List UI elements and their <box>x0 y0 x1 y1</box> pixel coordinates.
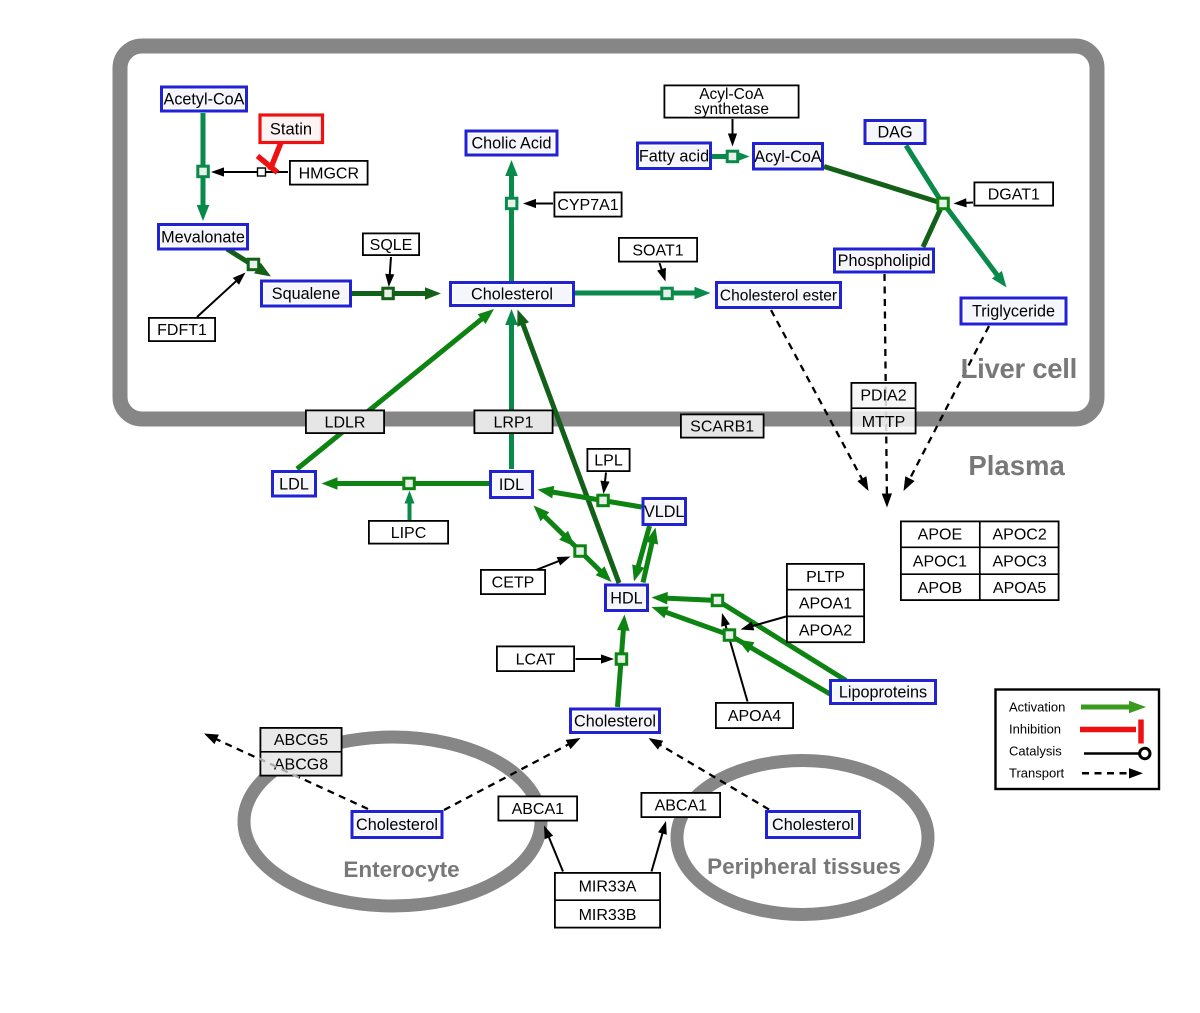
svg-text:CYP7A1: CYP7A1 <box>557 197 618 214</box>
svg-text:SOAT1: SOAT1 <box>632 242 683 259</box>
svg-text:APOA2: APOA2 <box>799 622 852 639</box>
svg-text:APOC2: APOC2 <box>992 527 1046 544</box>
svg-text:APOA5: APOA5 <box>993 580 1046 597</box>
svg-text:DGAT1: DGAT1 <box>988 187 1040 204</box>
svg-text:Catalysis: Catalysis <box>1009 744 1062 759</box>
svg-text:ABCA1: ABCA1 <box>512 801 565 818</box>
svg-text:MIR33A: MIR33A <box>579 879 637 896</box>
svg-text:LDLR: LDLR <box>325 414 366 431</box>
svg-text:APOE: APOE <box>918 527 962 544</box>
svg-text:Cholesterol: Cholesterol <box>471 286 553 304</box>
svg-text:CETP: CETP <box>492 575 535 592</box>
svg-text:Transport: Transport <box>1009 766 1065 781</box>
svg-text:APOA4: APOA4 <box>728 708 781 725</box>
svg-text:Squalene: Squalene <box>272 285 340 303</box>
svg-text:Cholesterol ester: Cholesterol ester <box>720 288 837 305</box>
svg-text:Inhibition: Inhibition <box>1009 722 1061 737</box>
svg-text:Statin: Statin <box>270 121 312 139</box>
svg-text:SQLE: SQLE <box>370 237 413 254</box>
svg-text:Acyl-CoA: Acyl-CoA <box>754 148 822 166</box>
svg-text:HDL: HDL <box>610 590 642 608</box>
svg-text:Mevalonate: Mevalonate <box>161 228 245 246</box>
svg-text:ABCG8: ABCG8 <box>274 757 328 774</box>
svg-text:MTTP: MTTP <box>862 414 906 431</box>
svg-text:LCAT: LCAT <box>516 651 556 668</box>
svg-text:PLTP: PLTP <box>806 569 845 586</box>
svg-text:LIPC: LIPC <box>391 525 427 542</box>
svg-text:Cholesterol: Cholesterol <box>356 816 438 834</box>
svg-text:Cholesterol: Cholesterol <box>574 713 656 731</box>
svg-text:Peripheral tissues: Peripheral tissues <box>707 854 901 879</box>
svg-text:synthetase: synthetase <box>694 101 769 118</box>
svg-text:VLDL: VLDL <box>644 503 685 521</box>
svg-text:APOC3: APOC3 <box>992 553 1046 570</box>
svg-text:Cholic Acid: Cholic Acid <box>471 135 551 153</box>
svg-text:APOC1: APOC1 <box>913 553 967 570</box>
svg-text:Plasma: Plasma <box>968 450 1065 481</box>
svg-text:FDFT1: FDFT1 <box>157 322 207 339</box>
svg-text:IDL: IDL <box>499 476 524 494</box>
svg-text:APOB: APOB <box>918 580 962 597</box>
svg-text:Enterocyte: Enterocyte <box>343 857 459 882</box>
svg-text:PDIA2: PDIA2 <box>860 388 906 405</box>
svg-text:APOA1: APOA1 <box>799 596 852 613</box>
svg-text:Triglyceride: Triglyceride <box>972 303 1055 321</box>
svg-text:Activation: Activation <box>1009 700 1065 715</box>
svg-text:Acyl-CoA: Acyl-CoA <box>699 86 764 103</box>
svg-text:ABCA1: ABCA1 <box>655 798 708 815</box>
svg-text:Phospholipid: Phospholipid <box>838 252 931 270</box>
svg-text:DAG: DAG <box>877 124 912 142</box>
svg-text:Liver cell: Liver cell <box>961 353 1077 384</box>
svg-text:MIR33B: MIR33B <box>579 907 637 924</box>
svg-text:Fatty acid: Fatty acid <box>639 147 709 165</box>
svg-text:LDL: LDL <box>279 475 309 493</box>
svg-text:Cholesterol: Cholesterol <box>772 816 854 834</box>
svg-text:LRP1: LRP1 <box>493 414 533 431</box>
svg-text:LPL: LPL <box>594 453 623 470</box>
svg-text:Acetyl-CoA: Acetyl-CoA <box>164 91 245 109</box>
svg-text:ABCG5: ABCG5 <box>274 732 328 749</box>
svg-text:HMGCR: HMGCR <box>299 165 359 182</box>
svg-text:SCARB1: SCARB1 <box>690 419 754 436</box>
svg-text:Lipoproteins: Lipoproteins <box>839 684 927 702</box>
